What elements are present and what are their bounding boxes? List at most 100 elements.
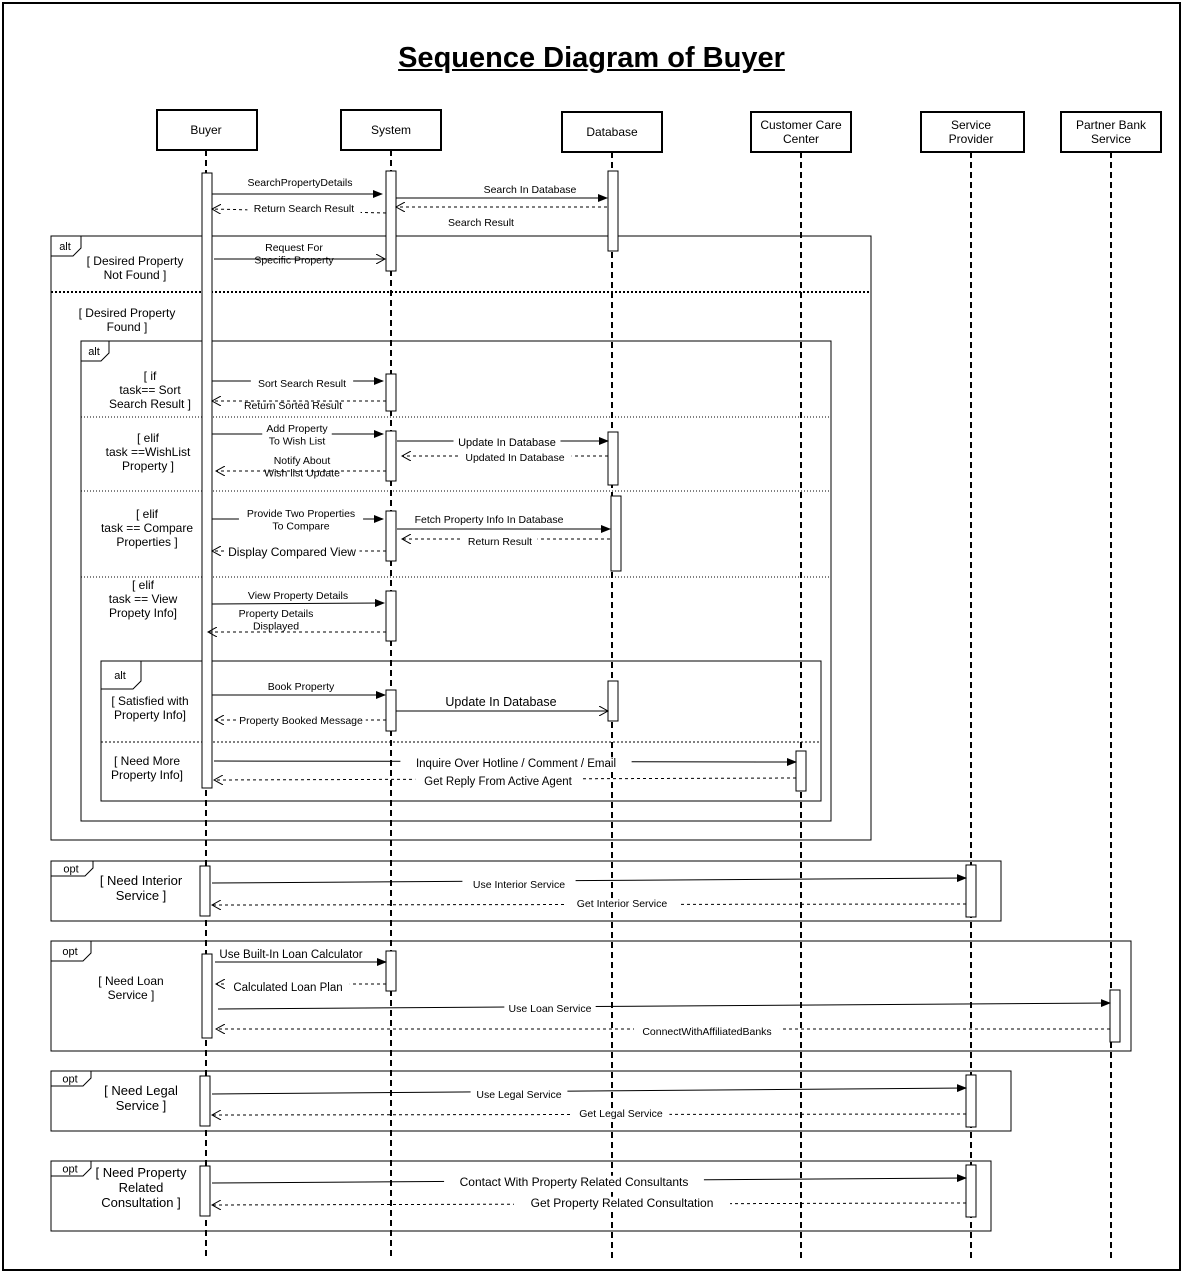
message-label: Get Property Related Consultation [513,1196,731,1211]
svg-text:Consultation ]: Consultation ] [101,1195,181,1210]
message-label: ConnectWithAffiliatedBanks [634,1026,780,1039]
activation-bar [385,689,397,732]
svg-text:SearchPropertyDetails: SearchPropertyDetails [247,177,352,189]
svg-text:[ elif: [ elif [132,578,155,592]
activation-bar [965,1164,977,1218]
activation-bar [201,172,213,789]
svg-text:Update In Database: Update In Database [458,437,556,449]
svg-text:[ Need Interior: [ Need Interior [100,873,183,888]
svg-text:Update In Database: Update In Database [445,695,556,709]
svg-text:Search Result ]: Search Result ] [109,397,191,411]
activation-bar [607,680,619,722]
svg-text:Service ]: Service ] [116,1098,167,1113]
lifeline-pbs-box [1060,111,1162,153]
svg-text:Return Search Result: Return Search Result [254,203,354,215]
svg-text:Search In Database: Search In Database [484,184,577,196]
svg-text:task == View: task == View [109,592,178,606]
fragment-opt1 [50,860,1002,922]
activation-bar [385,950,397,992]
message-label: Return Result [462,536,538,549]
svg-text:Center: Center [783,132,819,146]
svg-text:Service: Service [1091,132,1131,146]
fragment-opt3-operator: opt [62,1074,77,1086]
svg-text:Specific Property: Specific Property [254,255,334,267]
activation-bar [201,953,213,1039]
svg-text:Property ]: Property ] [122,459,174,473]
svg-text:[ Need Loan: [ Need Loan [98,974,163,988]
fragment-alt1-operator: alt [59,241,71,253]
message-label: Fetch Property Info In Database [415,514,564,526]
message-label: Return Search Result [247,203,361,216]
activation-bar [385,590,397,642]
svg-text:Service: Service [951,118,991,132]
svg-text:Provider: Provider [949,132,994,146]
svg-text:Fetch Property Info In Databas: Fetch Property Info In Database [415,514,564,526]
fragment-opt1-operator: opt [63,864,78,876]
svg-text:Book Property: Book Property [268,681,335,693]
svg-text:Not Found ]: Not Found ] [104,268,167,282]
message-label: Inquire Over Hotline / Comment / Email [400,757,632,771]
svg-text:Properties ]: Properties ] [116,535,177,549]
svg-text:[ Desired Property: [ Desired Property [79,306,176,320]
svg-text:Get Interior Service: Get Interior Service [577,898,668,910]
message-label: Display Compared View [224,545,360,560]
message-label: Search In Database [484,184,577,196]
lifeline-ccc-box [750,111,852,153]
activation-bar [965,1074,977,1128]
svg-text:alt: alt [59,241,71,253]
fragment-opt1-tab [51,861,94,877]
message-label: Search Result [448,217,514,229]
svg-text:Customer Care: Customer Care [760,118,842,132]
activation-bar [385,373,397,412]
svg-text:Propety Info]: Propety Info] [109,606,177,620]
activation-bar [199,1075,211,1127]
svg-text:Return Result: Return Result [468,536,532,548]
svg-text:View Property Details: View Property Details [248,590,348,602]
svg-text:Property Info]: Property Info] [114,708,186,722]
lifeline-database-box [561,111,663,153]
fragment-alt1-tab [51,236,82,257]
svg-text:opt: opt [62,1164,77,1176]
message-arrow [211,874,967,884]
svg-text:Provide Two Properties: Provide Two Properties [247,508,355,520]
fragment-alt2 [80,340,832,822]
svg-text:[ elif: [ elif [137,431,160,445]
message-label: Contact With Property Related Consultant… [444,1175,704,1190]
fragment-opt4-tab [51,1161,92,1177]
lifeline-buyer-label: Buyer [190,123,221,137]
activation-bar [610,495,622,572]
activation-bar [607,170,619,252]
svg-text:To Compare: To Compare [272,521,329,533]
svg-text:[ Need More: [ Need More [114,754,180,768]
activation-bar [199,865,211,917]
svg-text:task ==WishList: task ==WishList [106,445,191,459]
message-label: Sort Search Result [250,378,354,391]
message-label: Book Property [268,681,335,693]
fragment-alt3 [100,660,822,802]
svg-text:Wish list Update: Wish list Update [264,468,340,480]
activation-bar [199,1165,211,1217]
activation-bar [1109,989,1121,1043]
fragment-opt2-operator: opt [62,946,77,958]
svg-text:alt: alt [114,670,126,682]
svg-text:Property Booked Message: Property Booked Message [239,715,363,727]
message-label: Use Loan Service [504,1003,596,1016]
message-label: Get Legal Service [572,1108,670,1121]
message-label: Get Reply From Active Agent [415,775,581,789]
svg-text:Database: Database [586,125,638,139]
